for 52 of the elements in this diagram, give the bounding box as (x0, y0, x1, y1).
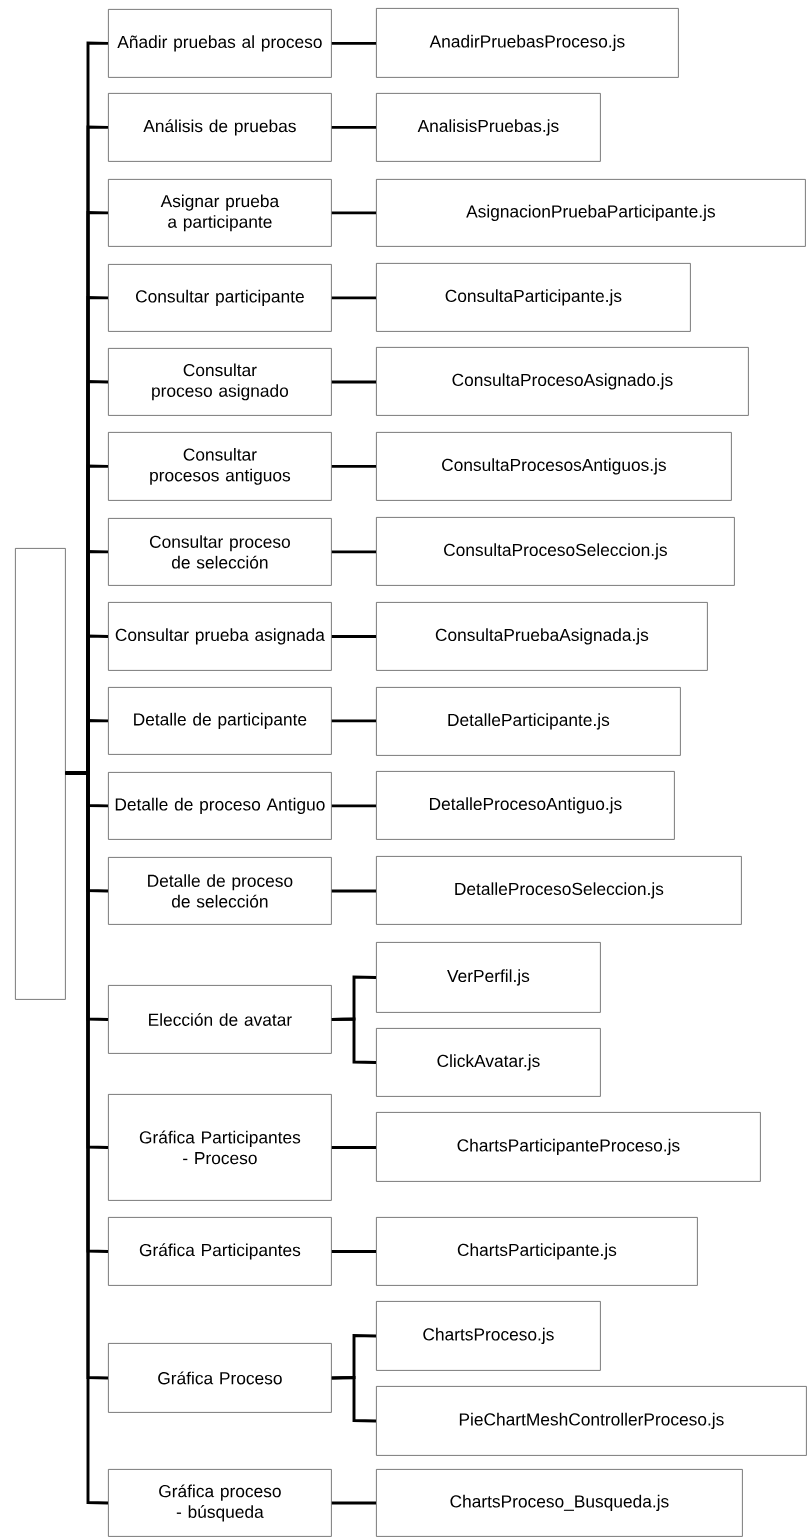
connector-line (331, 211, 376, 215)
file-box: ClickAvatar.js (376, 1028, 601, 1097)
module-box: Elección de avatar (108, 985, 332, 1054)
connector-line (331, 41, 376, 45)
file-box: DetalleProcesoAntiguo.js (376, 771, 675, 840)
file-box: AnalisisPruebas.js (376, 93, 601, 162)
connector-line (331, 550, 376, 554)
file-box: DetalleProcesoSeleccion.js (376, 856, 742, 925)
connector-line (331, 1145, 376, 1149)
connector-line (331, 380, 376, 384)
file-box: ChartsParticipante.js (376, 1217, 698, 1286)
module-box: Consultar proceso de selección (108, 518, 332, 586)
file-box: ChartsProceso_Busqueda.js (376, 1469, 743, 1537)
module-box: Añadir pruebas al proceso (108, 9, 332, 78)
file-box: ConsultaProcesoSeleccion.js (376, 517, 735, 586)
file-box: PieChartMeshControllerProceso.js (376, 1386, 807, 1456)
module-box: Consultar prueba asignada (108, 602, 332, 671)
connector-line (331, 634, 376, 638)
file-box: AnadirPruebasProceso.js (376, 8, 679, 78)
module-box: Detalle de proceso de selección (108, 857, 332, 925)
module-box: Análisis de pruebas (108, 93, 332, 162)
file-box: VerPerfil.js (376, 942, 601, 1013)
root-box (15, 548, 66, 1000)
module-box: Asignar prueba a participante (108, 179, 332, 247)
connector-line (331, 296, 376, 300)
connector-line (331, 889, 376, 893)
module-box: Consultar proceso asignado (108, 348, 332, 416)
module-box: Gráfica Proceso (108, 1343, 332, 1413)
file-box: DetalleParticipante.js (376, 687, 681, 756)
module-box: Gráfica Participantes - Proceso (108, 1094, 332, 1201)
connector-line (331, 464, 376, 468)
file-box: ChartsParticipanteProceso.js (376, 1112, 761, 1182)
file-box: ChartsProceso.js (376, 1301, 601, 1371)
module-box: Gráfica proceso - búsqueda (108, 1469, 332, 1537)
connector-line (331, 1376, 377, 1423)
module-box: Consultar procesos antiguos (108, 432, 332, 501)
module-box: Detalle de participante (108, 687, 332, 755)
file-box: AsignacionPruebaParticipante.js (376, 179, 806, 247)
connector-line (331, 804, 376, 808)
module-box: Detalle de proceso Antiguo (108, 772, 332, 840)
module-box: Gráfica Participantes (108, 1217, 332, 1286)
connector-line (331, 1501, 376, 1505)
file-box: ConsultaPruebaAsignada.js (376, 602, 708, 671)
file-box: ConsultaProcesoAsignado.js (376, 347, 749, 416)
connector-line (331, 1249, 376, 1253)
connector-line (331, 1017, 377, 1064)
connector-line (331, 719, 376, 723)
connector-line (331, 125, 376, 129)
file-box: ConsultaProcesosAntiguos.js (376, 432, 732, 501)
file-box: ConsultaParticipante.js (376, 263, 691, 332)
connector-line (65, 771, 109, 1505)
module-box: Consultar participante (108, 264, 332, 332)
